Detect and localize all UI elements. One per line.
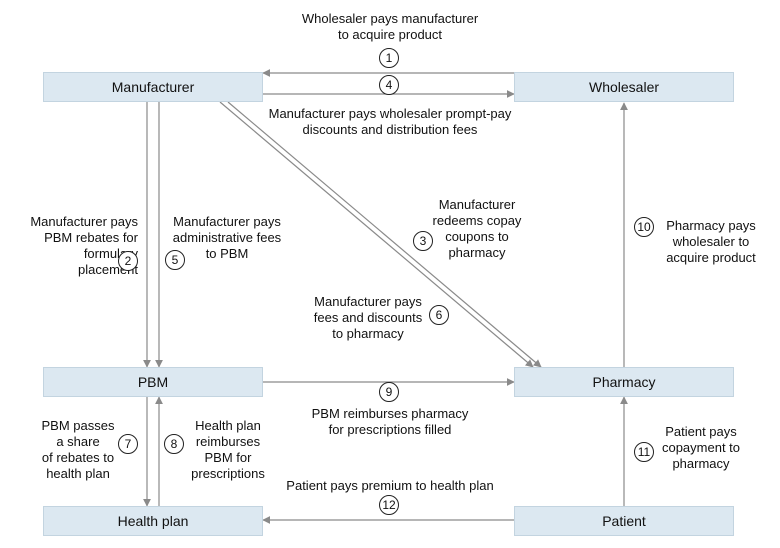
node-manufacturer: Manufacturer bbox=[43, 72, 263, 102]
flow-12-label: Patient pays premium to health plan bbox=[286, 478, 494, 493]
flow-5-number: 5 bbox=[165, 250, 185, 270]
flow-8-number: 8 bbox=[164, 434, 184, 454]
flow-8-label: Health plan reimburses PBM for prescript… bbox=[191, 418, 265, 481]
flow-3-label: Manufacturer redeems copay coupons to ph… bbox=[432, 197, 522, 260]
flow-4-label: Manufacturer pays wholesaler prompt-pay … bbox=[268, 106, 512, 137]
flow-1-number: 1 bbox=[379, 48, 399, 68]
flow-6-number: 6 bbox=[429, 305, 449, 325]
node-wholesaler: Wholesaler bbox=[514, 72, 734, 102]
flow-5-label: Manufacturer pays administrative fees to… bbox=[172, 214, 282, 261]
arrow-flow-6 bbox=[219, 101, 534, 368]
flow-2-number: 2 bbox=[118, 251, 138, 271]
flow-9-label: PBM reimburses pharmacy for prescription… bbox=[311, 406, 469, 437]
flow-1-label: Wholesaler pays manufacturer to acquire … bbox=[301, 11, 479, 42]
node-pbm: PBM bbox=[43, 367, 263, 397]
node-pharmacy: Pharmacy bbox=[514, 367, 734, 397]
flow-10-label: Pharmacy pays wholesaler to acquire prod… bbox=[666, 218, 756, 265]
flow-7-number: 7 bbox=[118, 434, 138, 454]
flow-12-number: 12 bbox=[379, 495, 399, 515]
flow-7-label: PBM passes a share of rebates to health … bbox=[41, 418, 115, 481]
flow-2-label: Manufacturer pays PBM rebates for formul… bbox=[30, 214, 138, 277]
flow-9-number: 9 bbox=[379, 382, 399, 402]
flow-10-number: 10 bbox=[634, 217, 654, 237]
flow-11-label: Patient pays copayment to pharmacy bbox=[661, 424, 741, 471]
flow-4-number: 4 bbox=[379, 75, 399, 95]
arrow-flow-3 bbox=[227, 101, 542, 368]
flow-6-label: Manufacturer pays fees and discounts to … bbox=[313, 294, 423, 341]
node-health-plan: Health plan bbox=[43, 506, 263, 536]
flow-11-number: 11 bbox=[634, 442, 654, 462]
flow-3-number: 3 bbox=[413, 231, 433, 251]
node-patient: Patient bbox=[514, 506, 734, 536]
